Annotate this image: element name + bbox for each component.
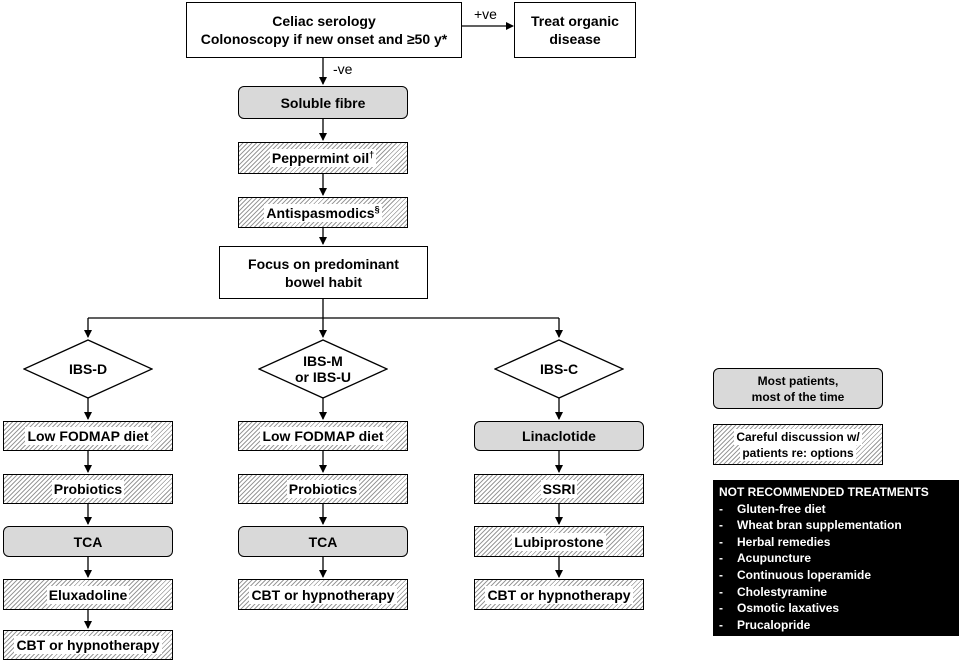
soluble-fibre-box: Soluble fibre: [238, 86, 408, 119]
treat-line-1: Treat organic: [531, 13, 619, 29]
list-item: -Continuous loperamide: [719, 567, 872, 582]
serology-line-2: Colonoscopy if new onset and ≥50 y*: [200, 31, 448, 47]
ibs-c-decision: IBS-C: [494, 339, 624, 399]
ibs-d-label: IBS-D: [68, 361, 108, 377]
list-item: -Acupuncture: [719, 551, 812, 566]
antispasmodics-label: Antispasmodics§: [264, 203, 382, 222]
soluble-fibre-label: Soluble fibre: [280, 94, 366, 111]
ibs-d-step-probiotics: Probiotics: [3, 474, 173, 504]
ibs-c-step-linaclotide: Linaclotide: [474, 421, 644, 451]
legend-most-line-2: most of the time: [751, 389, 845, 404]
peppermint-oil-box: Peppermint oil†: [238, 142, 408, 174]
ibs-m-diamond-shape: [258, 339, 388, 399]
not-recommended-list: -Gluten-free diet -Wheat bran supplement…: [719, 501, 953, 634]
legend-careful-line-2: patients re: options: [740, 444, 856, 461]
celiac-serology-box: Celiac serology Colonoscopy if new onset…: [186, 2, 462, 58]
ibs-d-step-eluxadoline: Eluxadoline: [3, 579, 173, 610]
list-item: -Cholestyramine: [719, 584, 828, 599]
ibs-c-label: IBS-C: [539, 361, 579, 377]
ibs-c-step-ssri: SSRI: [474, 474, 644, 504]
treat-line-2: disease: [549, 31, 601, 47]
positive-label: +ve: [474, 6, 497, 22]
ibs-m-step-low-fodmap: Low FODMAP diet: [238, 421, 408, 451]
list-item: -Wheat bran supplementation: [719, 518, 902, 533]
legend-most-line-1: Most patients,: [757, 373, 839, 388]
list-item: -Herbal remedies: [719, 534, 831, 549]
antispasmodics-box: Antispasmodics§: [238, 197, 408, 228]
list-item: -Gluten-free diet: [719, 501, 826, 516]
ibs-m-label-line-2: or IBS-U: [295, 369, 351, 385]
serology-line-1: Celiac serology: [272, 13, 376, 29]
peppermint-footnote-mark: †: [369, 149, 375, 160]
legend-most-patients: Most patients, most of the time: [713, 368, 883, 409]
ibs-c-step-lubiprostone: Lubiprostone: [474, 526, 644, 557]
ibs-d-diamond-shape: [23, 339, 153, 399]
ibs-m-step-probiotics: Probiotics: [238, 474, 408, 504]
antispasmodics-footnote-mark: §: [374, 203, 380, 214]
focus-bowel-habit-box: Focus on predominant bowel habit: [219, 246, 428, 299]
list-item: -Prucalopride: [719, 617, 811, 632]
ibs-m-step-tca: TCA: [238, 526, 408, 557]
not-recommended-box: NOT RECOMMENDED TREATMENTS -Gluten-free …: [713, 480, 959, 636]
legend-careful-discussion: Careful discussion w/ patients re: optio…: [713, 424, 883, 465]
ibs-d-step-low-fodmap: Low FODMAP diet: [3, 421, 173, 451]
ibs-m-decision: IBS-M or IBS-U: [258, 339, 388, 399]
ibs-c-diamond-shape: [494, 339, 624, 399]
focus-line-2: bowel habit: [285, 273, 362, 290]
ibs-c-step-cbt: CBT or hypnotherapy: [474, 579, 644, 610]
negative-label: -ve: [333, 61, 353, 77]
ibs-d-step-tca: TCA: [3, 526, 173, 557]
ibs-d-decision: IBS-D: [23, 339, 153, 399]
list-item: -Osmotic laxatives: [719, 601, 840, 616]
focus-line-1: Focus on predominant: [248, 255, 399, 272]
legend-careful-line-1: Careful discussion w/: [734, 428, 862, 445]
peppermint-oil-label: Peppermint oil†: [269, 149, 377, 167]
not-recommended-title: NOT RECOMMENDED TREATMENTS: [719, 485, 929, 499]
treat-organic-disease-box: Treat organic disease: [514, 2, 636, 58]
ibs-m-label-line-1: IBS-M: [303, 353, 343, 369]
ibs-m-step-cbt: CBT or hypnotherapy: [238, 579, 408, 610]
ibs-d-step-cbt: CBT or hypnotherapy: [3, 630, 173, 660]
